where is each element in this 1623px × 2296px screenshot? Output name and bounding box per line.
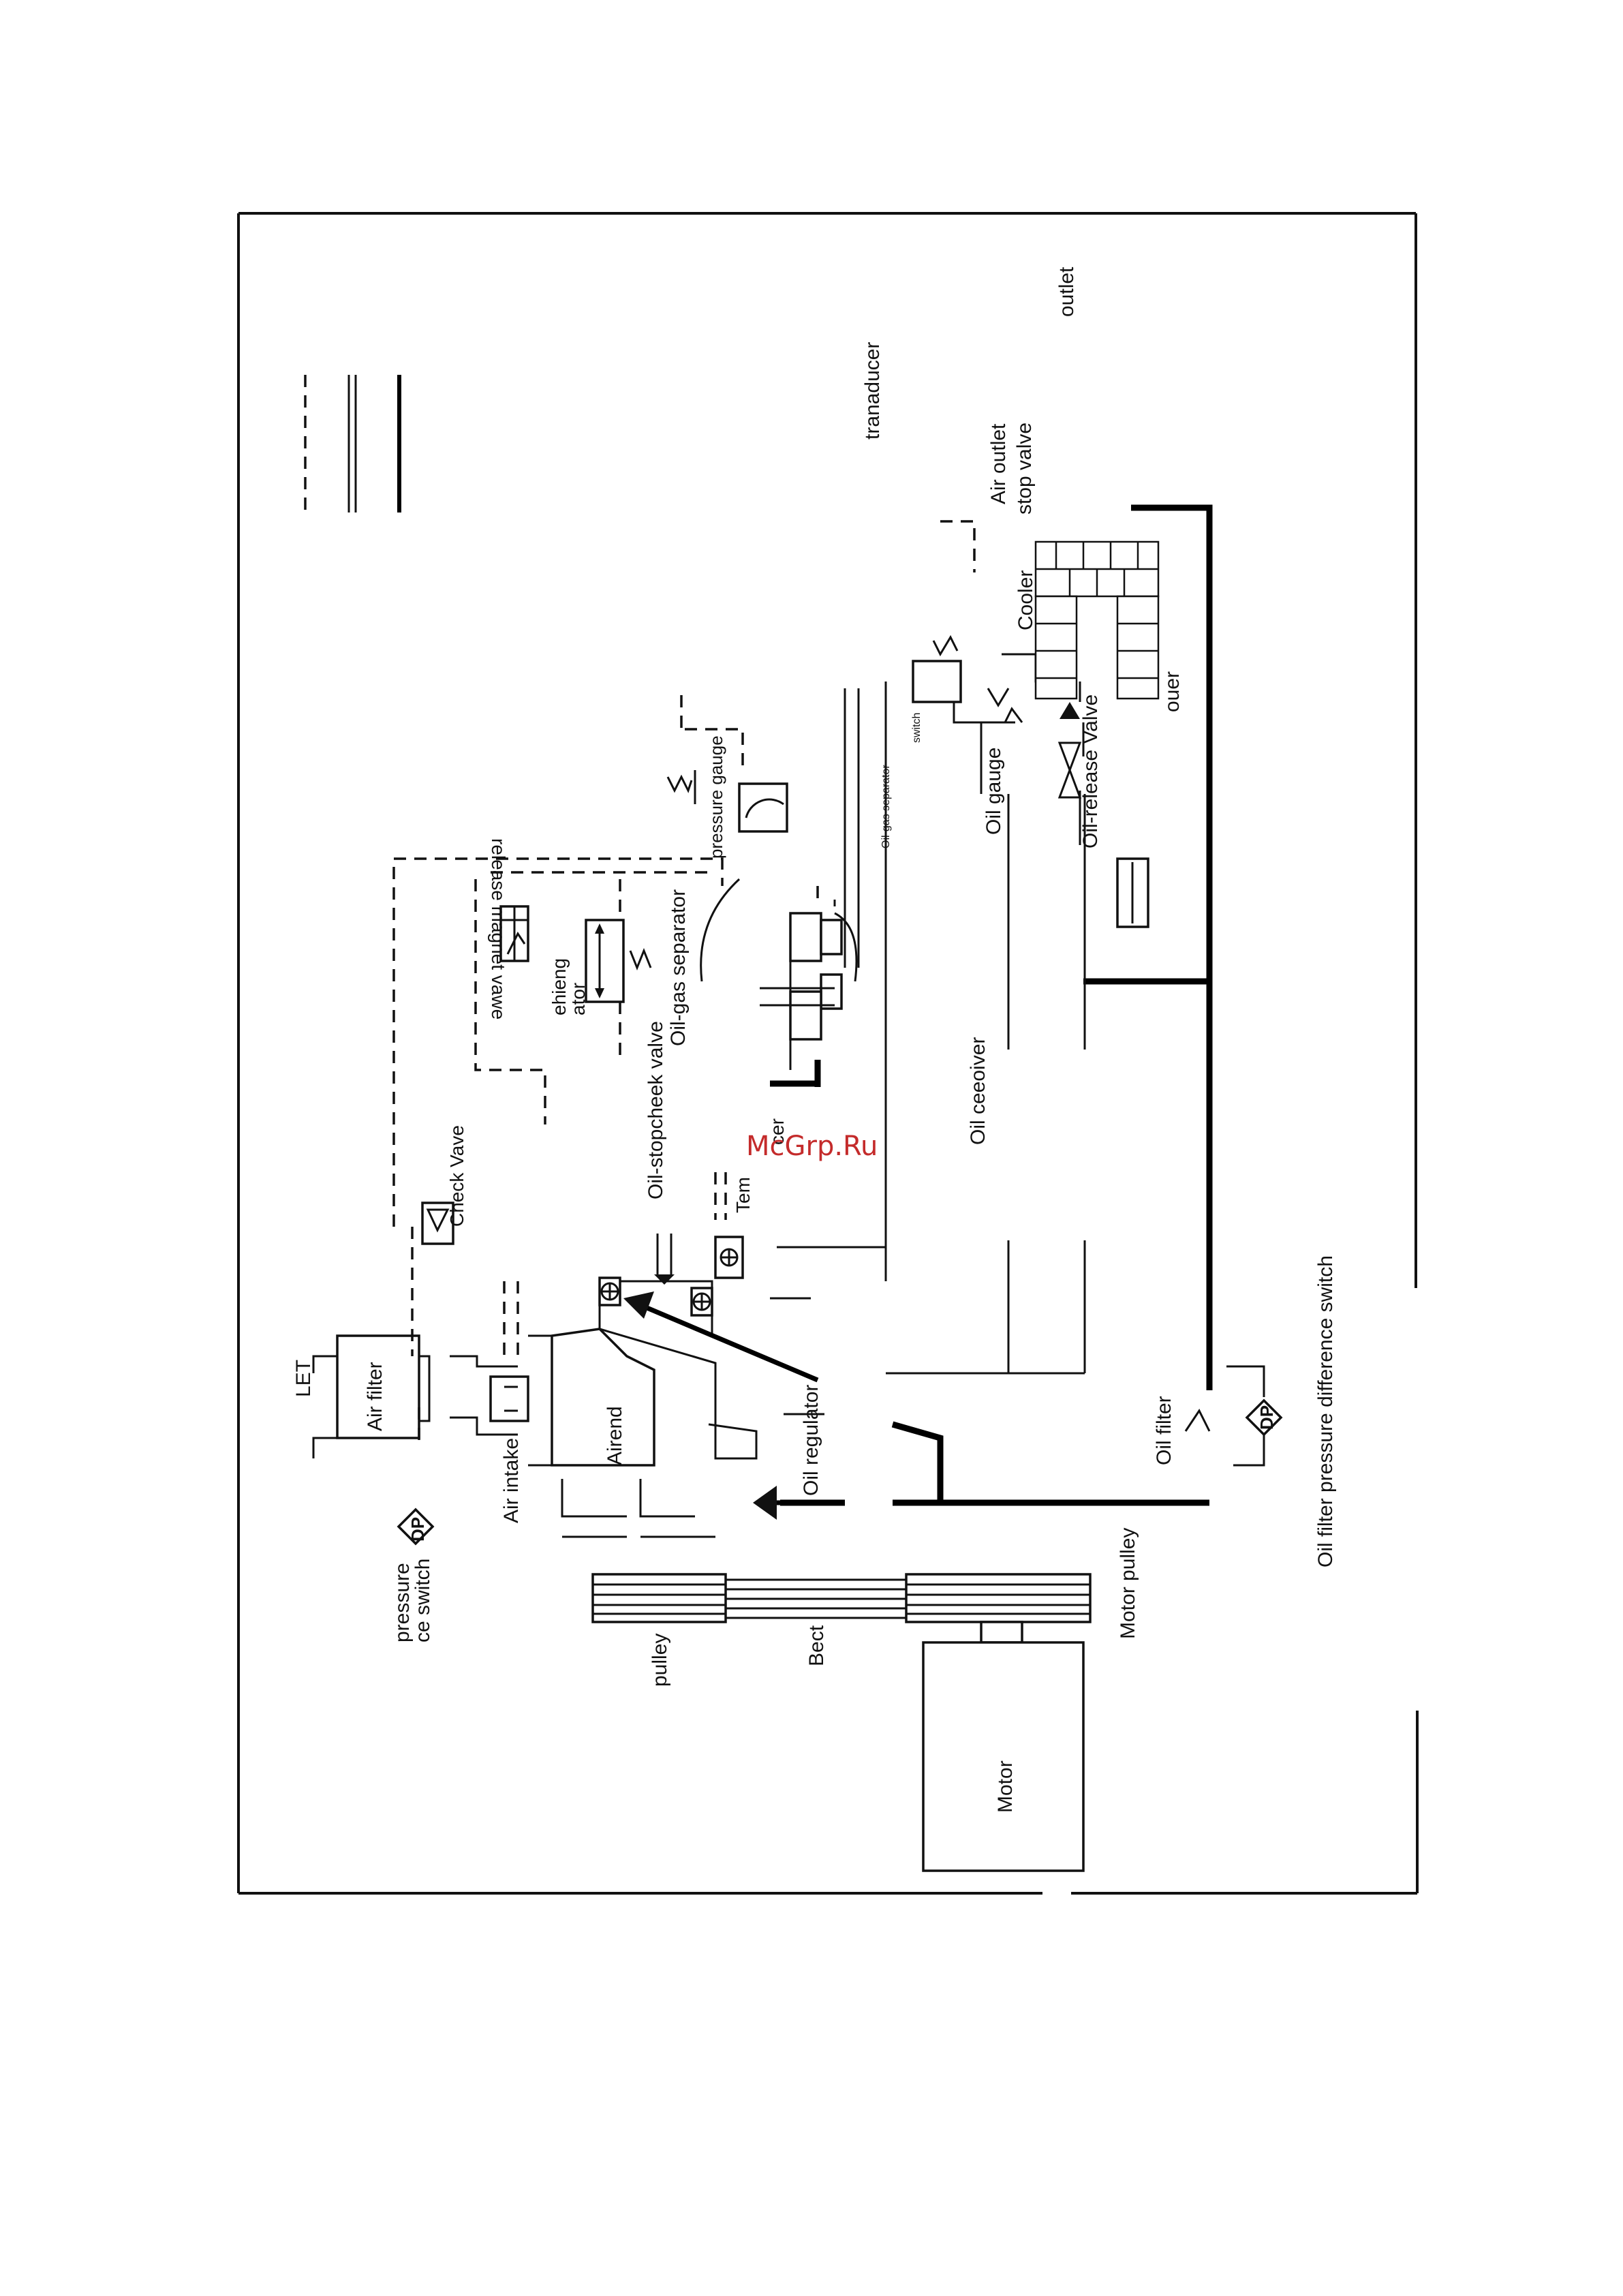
oil-release-valve <box>1057 702 1149 928</box>
cooler <box>1034 540 1160 700</box>
check-valve <box>421 1201 454 1245</box>
line-type-legend <box>304 375 401 512</box>
label-motor-pulley: Motor pulley <box>1117 1528 1139 1639</box>
motor-pulley <box>905 1573 1092 1644</box>
label-oil-filter: Oil filter <box>1153 1396 1175 1465</box>
label-oil-receiver: Oil ceeoiver <box>967 1037 989 1145</box>
label-oil-separator-small: Oil-gas separator <box>880 765 892 848</box>
label-louver: ouer <box>1161 671 1184 712</box>
label-oil-stopcheck-valve: Oil-stopcheek valve <box>645 1021 667 1199</box>
label-air-intake: Air intake <box>500 1438 523 1523</box>
label-inlet: LET <box>292 1360 315 1397</box>
label-transducer: tranaducer <box>861 342 884 440</box>
label-oil-gauge: Oil gauge <box>983 748 1005 835</box>
label-oil-gas-separator: Oil-gas separator <box>667 889 690 1046</box>
pressure-gauge <box>666 770 788 833</box>
diagram-frame <box>237 212 1419 1895</box>
label-oil-release-valve: Oil-release Valve <box>1079 694 1102 848</box>
label-temp-sensor-1: cer <box>767 1118 788 1145</box>
label-motor: Motor <box>994 1760 1017 1813</box>
label-air-filter: Air filter <box>364 1362 386 1431</box>
oil-gas-separator <box>700 878 858 1041</box>
label-temp-sensor-2: Tem <box>732 1177 754 1213</box>
oil-filter-dp-switch <box>1245 1398 1283 1437</box>
release-magnet-valve <box>499 905 529 962</box>
motor <box>922 1641 1085 1872</box>
label-airend: Airend <box>604 1406 626 1465</box>
label-outlet: outlet <box>1055 266 1078 317</box>
watermark: McGrp.Ru <box>746 1131 878 1162</box>
oil-filter <box>1184 1409 1211 1432</box>
oil-gauge <box>987 688 1023 723</box>
label-dp-left: DP <box>407 1517 428 1542</box>
label-oil-regulator: Oil regulator <box>800 1385 822 1496</box>
label-air-outlet-1: Air outlet <box>987 423 1010 504</box>
label-check-valve: Check Vave <box>446 1125 467 1227</box>
pressure-regulator <box>585 919 652 1003</box>
label-belt: Bect <box>805 1625 828 1666</box>
label-switch-small: switch <box>911 713 923 743</box>
label-regulator-2: ator <box>568 983 589 1015</box>
air-filter <box>312 1334 518 1458</box>
label-air-outlet-2: stop valve <box>1013 423 1036 515</box>
label-regulator-1: ehieng <box>548 958 570 1015</box>
airend-pulley <box>591 1573 727 1623</box>
label-pulley: pulley <box>649 1634 671 1687</box>
temperature-sensor <box>714 1172 727 1220</box>
label-pressure-gauge: pressure gauge <box>706 735 726 859</box>
flow-arrows <box>623 1291 819 1520</box>
air-filter-dp-switch <box>397 1507 435 1546</box>
pipe-lines <box>770 504 1265 1506</box>
label-oil-filter-dp-switch: Oil filter pressure difference switch <box>1314 1255 1337 1567</box>
label-dp-right: DP <box>1256 1405 1277 1430</box>
label-cooler: Cooler <box>1015 570 1037 630</box>
belt <box>726 1578 906 1619</box>
label-release-magnet-valve: release magnet vawe <box>488 838 509 1020</box>
label-pressure-switch-2: ce switch <box>412 1559 434 1642</box>
temperature-switch <box>912 634 962 703</box>
labels: LET Air filter Air intake Airend pressur… <box>292 266 1337 1813</box>
airend <box>551 1234 758 1538</box>
label-pressure-switch-1: pressure <box>391 1563 414 1642</box>
